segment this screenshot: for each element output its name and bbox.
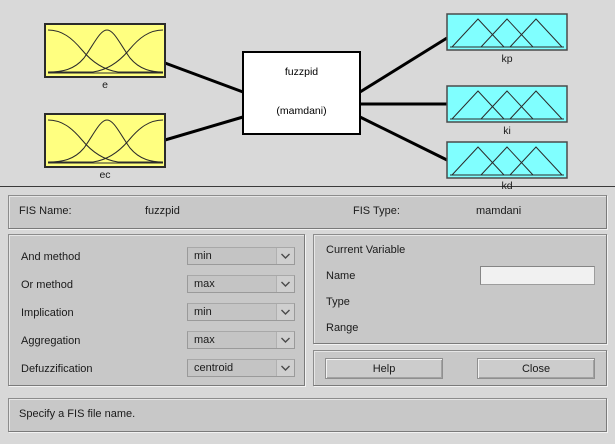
or-method-label: Or method [21, 279, 73, 291]
status-bar: Specify a FIS file name. [8, 398, 607, 432]
current-variable-name-label: Name [326, 270, 356, 282]
current-variable-type-label: Type [326, 296, 350, 308]
connector-ec-to-system [164, 115, 244, 142]
or-method-dropdown[interactable]: max [187, 275, 295, 293]
aggregation-dropdown[interactable]: max [187, 331, 295, 349]
output-kd-caption: kd [501, 180, 513, 192]
input-ec-membership-curves [47, 119, 164, 163]
output-variable-kp[interactable] [446, 13, 568, 51]
chevron-down-icon[interactable] [276, 360, 294, 376]
input-variable-ec[interactable] [44, 113, 166, 168]
output-variable-ki[interactable] [446, 85, 568, 123]
input-variable-e[interactable] [44, 23, 166, 78]
input-ec-box[interactable] [44, 113, 166, 168]
fis-structure-diagram: fuzzpid (mamdani) e ec kp ki kd [0, 0, 615, 192]
implication-row: Implication min [9, 303, 304, 327]
input-e-membership-curves [47, 29, 164, 73]
chevron-down-icon[interactable] [276, 276, 294, 292]
status-message: Specify a FIS file name. [19, 408, 136, 420]
output-kd-membership-curves [450, 146, 564, 176]
fis-name-value: fuzzpid [145, 205, 180, 217]
help-button[interactable]: Help [325, 358, 443, 379]
or-method-row: Or method max [9, 275, 304, 299]
aggregation-row: Aggregation max [9, 331, 304, 355]
output-kp-caption: kp [501, 53, 513, 65]
fis-info-strip: FIS Name: fuzzpid FIS Type: mamdani [8, 195, 607, 229]
defuzzification-value: centroid [194, 362, 234, 374]
fis-name-label: FIS Name: [19, 205, 72, 217]
aggregation-label: Aggregation [21, 335, 81, 347]
current-variable-range-label: Range [326, 322, 359, 334]
output-ki-membership-curves [450, 90, 564, 120]
connector-e-to-system [164, 61, 244, 94]
chevron-down-icon[interactable] [276, 304, 294, 320]
chevron-down-icon[interactable] [276, 332, 294, 348]
or-method-value: max [194, 278, 215, 290]
output-kd-box[interactable] [446, 141, 568, 179]
connector-lines [164, 36, 448, 162]
defuzzification-label: Defuzzification [21, 363, 93, 375]
output-variable-kd[interactable] [446, 141, 568, 179]
action-buttons-panel: Help Close [313, 350, 607, 386]
output-ki-caption: ki [503, 125, 511, 137]
chevron-down-icon[interactable] [276, 248, 294, 264]
output-ki-box[interactable] [446, 85, 568, 123]
fis-type-label: FIS Type: [353, 205, 400, 217]
fis-structure-canvas [44, 13, 568, 179]
output-kp-membership-curves [450, 18, 564, 48]
connector-system-to-kd [359, 115, 448, 162]
input-e-caption: e [102, 79, 108, 91]
connector-system-to-kp [359, 36, 448, 94]
fis-system-title: fuzzpid [284, 66, 319, 78]
current-variable-title: Current Variable [326, 244, 406, 256]
defuzzification-dropdown[interactable]: centroid [187, 359, 295, 377]
close-button[interactable]: Close [477, 358, 595, 379]
and-method-label: And method [21, 251, 81, 263]
implication-dropdown[interactable]: min [187, 303, 295, 321]
current-variable-name-input[interactable] [480, 266, 595, 285]
current-variable-panel: Current Variable Name Type Range [313, 234, 607, 344]
aggregation-value: max [194, 334, 215, 346]
input-ec-caption: ec [99, 169, 111, 181]
and-method-dropdown[interactable]: min [187, 247, 295, 265]
fis-system-box[interactable] [242, 51, 361, 135]
and-method-row: And method min [9, 247, 304, 271]
fis-options-panel: And method min Or method max Implication… [8, 234, 305, 386]
fis-system-subtitle: (mamdani) [276, 105, 327, 117]
output-kp-box[interactable] [446, 13, 568, 51]
implication-value: min [194, 306, 212, 318]
defuzzification-row: Defuzzification centroid [9, 359, 304, 383]
and-method-value: min [194, 250, 212, 262]
implication-label: Implication [21, 307, 74, 319]
fis-type-value: mamdani [476, 205, 522, 217]
